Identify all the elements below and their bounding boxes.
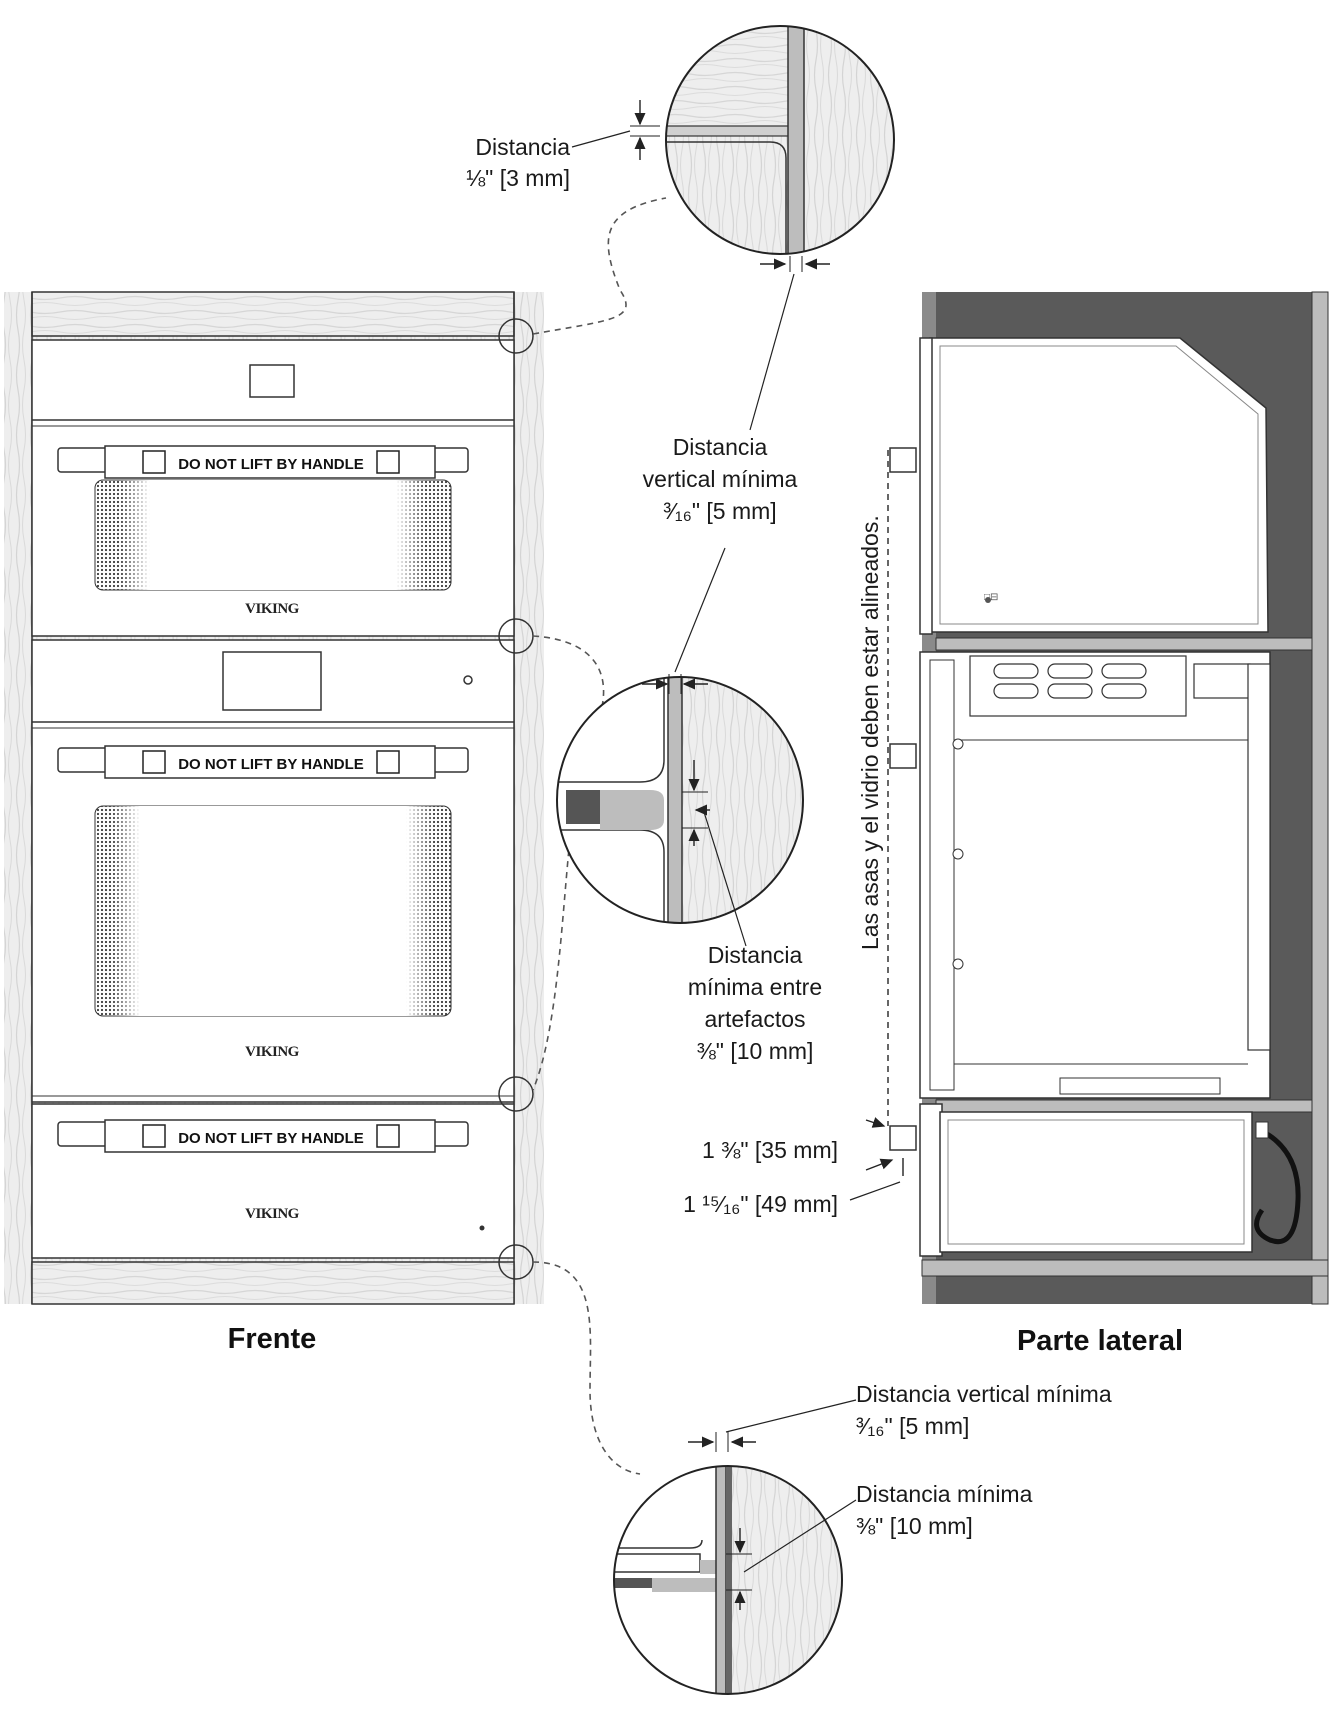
min-gap-label-2: ⅜" [10 mm] (856, 1513, 973, 1539)
caption-front: Frente (228, 1323, 317, 1355)
vertical-min-2-label-2: ³⁄₁₆" [5 mm] (856, 1413, 969, 1439)
side-top-appliance: □⊟ (889, 337, 1269, 635)
between-label-2: mínima entre (688, 974, 822, 1000)
depth-49-label: 1 ¹⁵⁄₁₆" [49 mm] (683, 1191, 838, 1217)
middle-appliance: DO NOT LIFT BY HANDLE VIKING (31, 639, 515, 1103)
between-label-1: Distancia (708, 942, 803, 968)
caption-side: Parte lateral (1017, 1325, 1183, 1357)
brand-logo: VIKING (245, 1206, 300, 1222)
detail-circle-bottom (613, 1399, 857, 1695)
brand-logo: VIKING (245, 601, 300, 617)
warning-icon (142, 750, 166, 774)
handle-warning-text: DO NOT LIFT BY HANDLE (178, 756, 364, 773)
min-gap-label-1: Distancia mínima (856, 1481, 1033, 1507)
detail-circle-top (571, 25, 895, 431)
vertical-min-2-label-1: Distancia vertical mínima (856, 1381, 1112, 1407)
brand-logo: VIKING (245, 1044, 300, 1060)
side-view: □⊟ (849, 291, 1329, 1305)
warning-icon (142, 1124, 166, 1148)
cabinet-bottom-rail (31, 1261, 515, 1305)
between-label-3: artefactos (705, 1006, 806, 1032)
top-display (249, 364, 295, 398)
power-knob-icon (463, 675, 473, 685)
top-gap-label-1: Distancia (475, 134, 570, 160)
handle-warning-text: DO NOT LIFT BY HANDLE (178, 1130, 364, 1147)
warning-icon (376, 450, 400, 474)
side-bottom-appliance (889, 1103, 1301, 1257)
warning-icon (376, 1124, 400, 1148)
detail-connectors (532, 197, 667, 1475)
vertical-min-1-label-2: vertical mínima (643, 466, 798, 492)
cabinet-top-rail (31, 291, 515, 337)
between-label-4: ⅜" [10 mm] (697, 1038, 814, 1064)
top-gap-label-2: ⅛" [3 mm] (466, 165, 570, 191)
detail-marker (498, 318, 534, 354)
warning-icon (376, 750, 400, 774)
svg-text:□⊟: □⊟ (984, 592, 998, 603)
handle-warning-text: DO NOT LIFT BY HANDLE (178, 456, 364, 473)
warning-icon (142, 450, 166, 474)
alignment-note: Las asas y el vidrio deben estar alinead… (857, 515, 883, 950)
vertical-min-1-label-3: ³⁄₁₆" [5 mm] (663, 498, 776, 524)
detail-circle-middle (556, 547, 804, 947)
front-view: DO NOT LIFT BY HANDLE VIKING DO NOT LIFT… (4, 291, 544, 1305)
vertical-min-1-label-1: Distancia (673, 434, 768, 460)
detail-marker (498, 1076, 534, 1112)
depth-35-label: 1 ⅜" [35 mm] (702, 1137, 838, 1163)
bottom-appliance: DO NOT LIFT BY HANDLE VIKING (31, 1095, 515, 1259)
oven-display (222, 651, 322, 711)
side-middle-appliance (889, 651, 1271, 1099)
top-appliance: DO NOT LIFT BY HANDLE VIKING (31, 339, 515, 637)
